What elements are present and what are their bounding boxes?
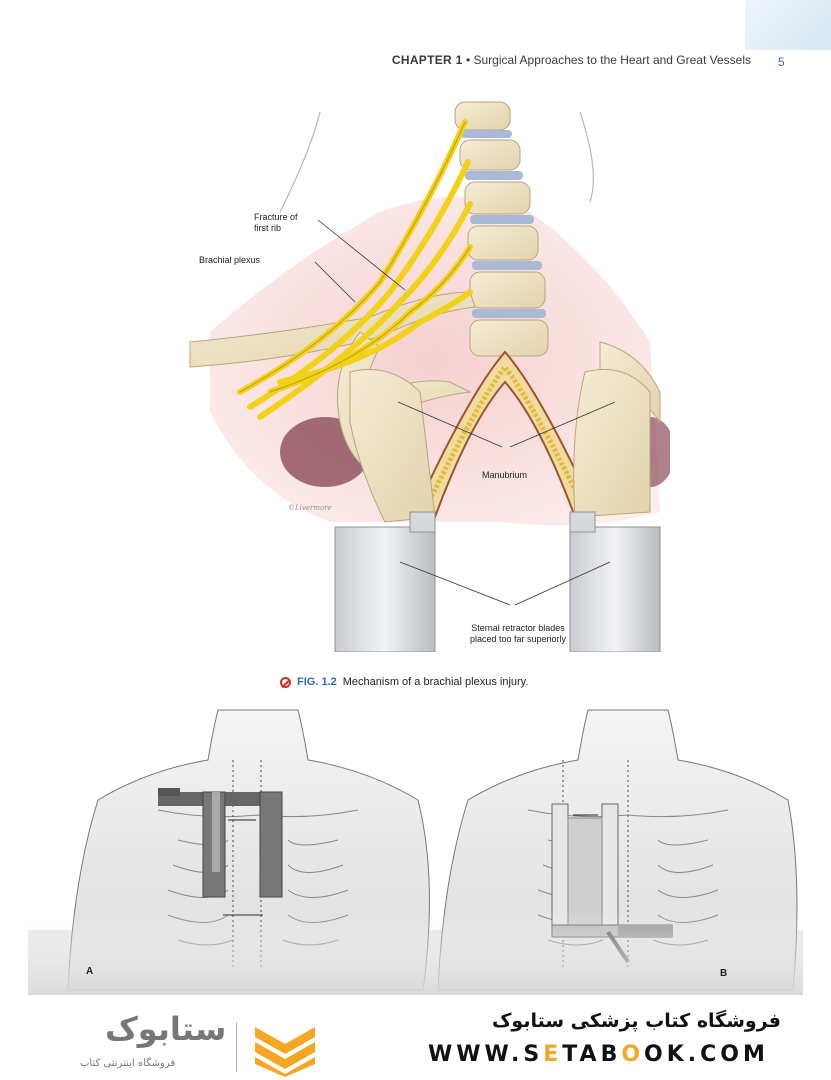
store-logo-icon [255, 1027, 315, 1077]
page-number: 5 [778, 55, 785, 69]
svg-text:©Livermore: ©Livermore [288, 504, 332, 512]
chapter-heading: CHAPTER 1 • Surgical Approaches to the H… [392, 53, 751, 67]
chapter-title: Surgical Approaches to the Heart and Gre… [473, 53, 752, 67]
label-fracture-line1: Fracture of [254, 212, 298, 222]
store-logo-wordmark: ستابوک [105, 1010, 227, 1048]
store-watermark-footer [0, 995, 831, 1080]
figure-caption: FIG. 1.2 Mechanism of a brachial plexus i… [280, 676, 528, 688]
panel-label-b: B [720, 968, 728, 979]
chapter-number: CHAPTER 1 [391, 53, 463, 67]
prohibited-icon [280, 677, 291, 688]
label-fracture-line2: first rib [254, 223, 281, 233]
label-retractor-line2: placed too far superiorly [470, 634, 567, 644]
store-url: WWW.SETABOOK.COM [428, 1042, 769, 1067]
url-part-1: WWW.S [428, 1042, 544, 1067]
figure-number: FIG. 1.2 [297, 676, 337, 688]
url-highlight-2: O [621, 1042, 645, 1067]
store-name: فروشگاه کتاب پزشکی ستابوک [491, 1010, 781, 1032]
caption-text: Mechanism of a brachial plexus injury. [342, 676, 529, 688]
store-logo-tagline: فروشگاه اینترنتی کتاب [80, 1058, 176, 1069]
label-retractor-blades: Sternal retractor blades placed too far … [470, 623, 566, 645]
running-header: CHAPTER 1 • Surgical Approaches to the H… [0, 0, 831, 80]
url-highlight-1: E [543, 1042, 563, 1067]
label-brachial-plexus: Brachial plexus [199, 255, 261, 265]
retractor-placement-illustration [28, 700, 803, 1000]
url-part-2: TAB [562, 1042, 622, 1067]
header-bullet: • [465, 53, 471, 67]
brachial-plexus-illustration: ©Livermore [189, 101, 670, 652]
page-corner-tint [745, 0, 831, 50]
logo-divider [236, 1022, 237, 1072]
label-retractor-line1: Sternal retractor blades [471, 623, 565, 633]
url-part-3: OK.COM [644, 1042, 769, 1067]
panel-label-a: A [86, 966, 94, 977]
label-manubrium: Manubrium [482, 470, 528, 480]
label-fracture-first-rib: Fracture of first rib [254, 212, 298, 234]
